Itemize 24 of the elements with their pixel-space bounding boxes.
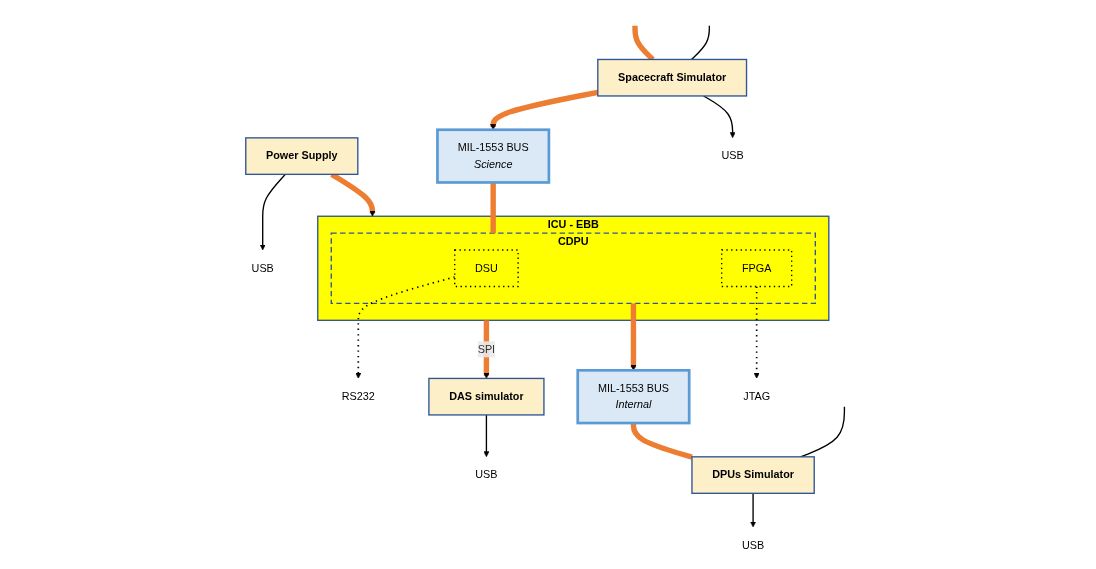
node-text: RS232 <box>341 390 375 403</box>
node-text: JTAG <box>743 390 771 403</box>
arrow <box>490 89 599 130</box>
node-text: USB <box>475 468 498 481</box>
node-text: USB <box>251 262 274 274</box>
arrow <box>630 303 637 371</box>
node-box: DPUs Simulator <box>691 456 815 494</box>
node-text: USB <box>741 539 765 551</box>
node-box: DSU <box>454 249 519 288</box>
node-box: FPGA <box>721 249 793 288</box>
node-box: MIL-1553 BUS Science <box>436 128 551 184</box>
node-box: MIL-1553 BUS Internal <box>576 368 691 425</box>
node-box: Spacecraft Simulator <box>597 58 748 97</box>
arrow <box>750 492 757 528</box>
arrow <box>483 414 490 458</box>
node-box: Power Supply <box>245 137 359 176</box>
edge-label: SPI <box>477 343 496 355</box>
node-box: DAS simulator <box>428 377 545 416</box>
arrow <box>259 173 286 251</box>
connector <box>630 423 693 460</box>
connector <box>490 182 496 234</box>
node-text: USB <box>721 150 744 162</box>
connector <box>690 25 710 61</box>
arrow <box>702 95 736 139</box>
